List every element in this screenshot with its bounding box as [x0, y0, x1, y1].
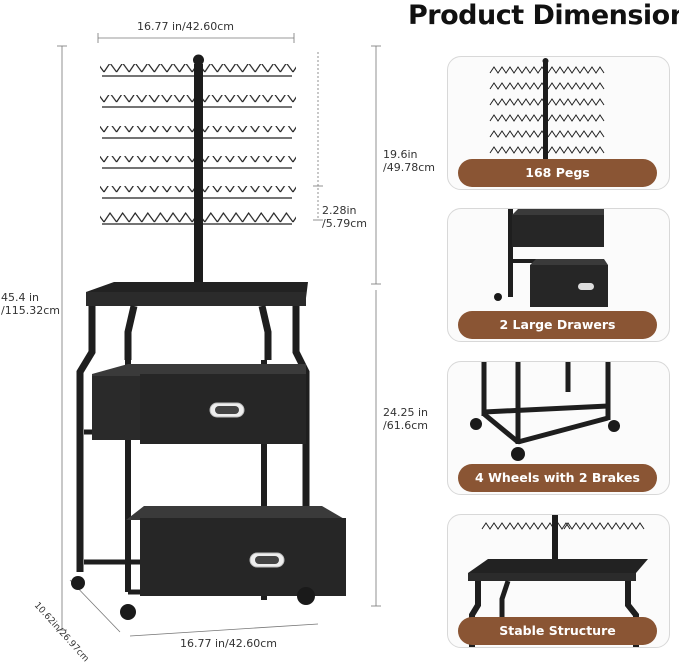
total-height-label: 45.4 in /115.32cm [1, 291, 60, 317]
feature-label-wheels: 4 Wheels with 2 Brakes [458, 464, 657, 492]
tabletop-icon [468, 515, 648, 647]
peg-spacing-in: 2.28in [322, 204, 357, 217]
rack-height-in: 19.6in [383, 148, 418, 161]
cart-height-cm: /61.6cm [383, 419, 428, 432]
page-title: Product Dimension [408, 0, 679, 31]
cart-height-label: 24.25 in /61.6cm [383, 406, 428, 432]
upper-drawer [92, 364, 306, 444]
feature-label-structure: Stable Structure [458, 617, 657, 645]
feature-card-structure: Stable Structure [447, 514, 670, 648]
drawers-icon [494, 209, 608, 307]
total-height-in: 45.4 in [1, 291, 40, 304]
feature-label-drawers: 2 Large Drawers [458, 311, 657, 339]
feature-card-pegs: 168 Pegs [447, 56, 670, 190]
rack-height-label: 19.6in /49.78cm [383, 148, 435, 174]
top-width-label: 16.77 in/42.60cm [137, 20, 234, 33]
feature-card-drawers: 2 Large Drawers [447, 208, 670, 342]
feature-card-wheels: 4 Wheels with 2 Brakes [447, 361, 670, 495]
total-height-cm: /115.32cm [1, 304, 60, 317]
lower-drawer [126, 506, 346, 596]
peg-rack-icon [489, 58, 605, 161]
peg-spacing-label: 2.28in /5.79cm [322, 204, 367, 230]
cart-height-in: 24.25 in [383, 406, 429, 419]
wheels [71, 576, 315, 620]
wheels-icon [470, 362, 620, 461]
rack-height-cm: /49.78cm [383, 161, 435, 174]
product-illustration [57, 33, 381, 637]
bottom-width-label: 16.77 in/42.60cm [180, 637, 277, 650]
feature-label-pegs: 168 Pegs [458, 159, 657, 187]
peg-spacing-cm: /5.79cm [322, 217, 367, 230]
